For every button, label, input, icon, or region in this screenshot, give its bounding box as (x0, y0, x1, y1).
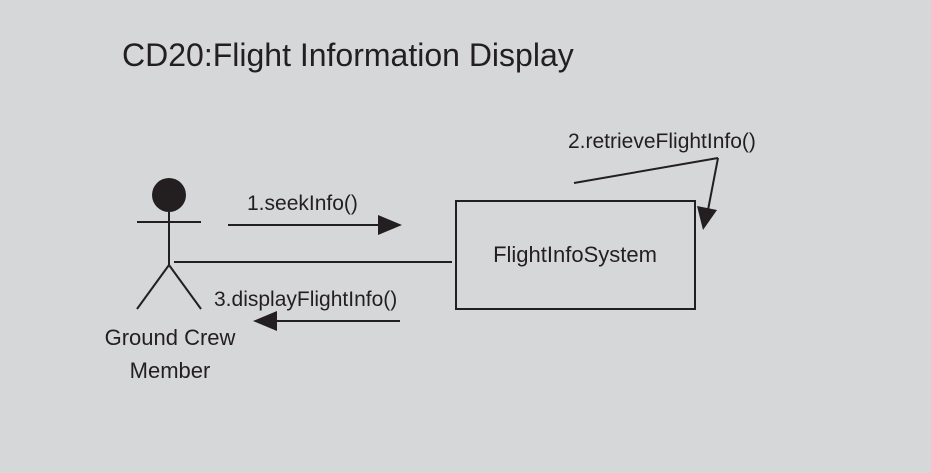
object-flightinfosystem: FlightInfoSystem (455, 200, 696, 310)
message-1: 1.seekInfo() (228, 192, 402, 235)
actor-name-line2: Member (130, 358, 211, 383)
message-3-arrowhead (253, 311, 277, 331)
actor-head (152, 178, 186, 212)
object-box (455, 200, 696, 310)
diagram-title: CD20:Flight Information Display (122, 37, 574, 73)
message-2: 2.retrieveFlightInfo() (568, 130, 756, 230)
message-3-label: 3.displayFlightInfo() (214, 288, 397, 311)
actor-ground-crew-member: Ground Crew Member (105, 178, 236, 383)
actor-right-leg (168, 264, 202, 310)
message-2-label: 2.retrieveFlightInfo() (568, 130, 756, 153)
actor-name-line1: Ground Crew (105, 325, 236, 350)
actor-left-leg (136, 264, 170, 310)
message-2-arrowhead (697, 206, 717, 230)
message-1-arrowhead (378, 215, 402, 235)
object-name: FlightInfoSystem (493, 242, 657, 267)
message-2-arrow-shaft-1 (573, 157, 719, 184)
message-2-arrow-shaft-2 (707, 157, 719, 211)
message-3: 3.displayFlightInfo() (214, 288, 400, 331)
message-1-label: 1.seekInfo() (247, 192, 358, 215)
